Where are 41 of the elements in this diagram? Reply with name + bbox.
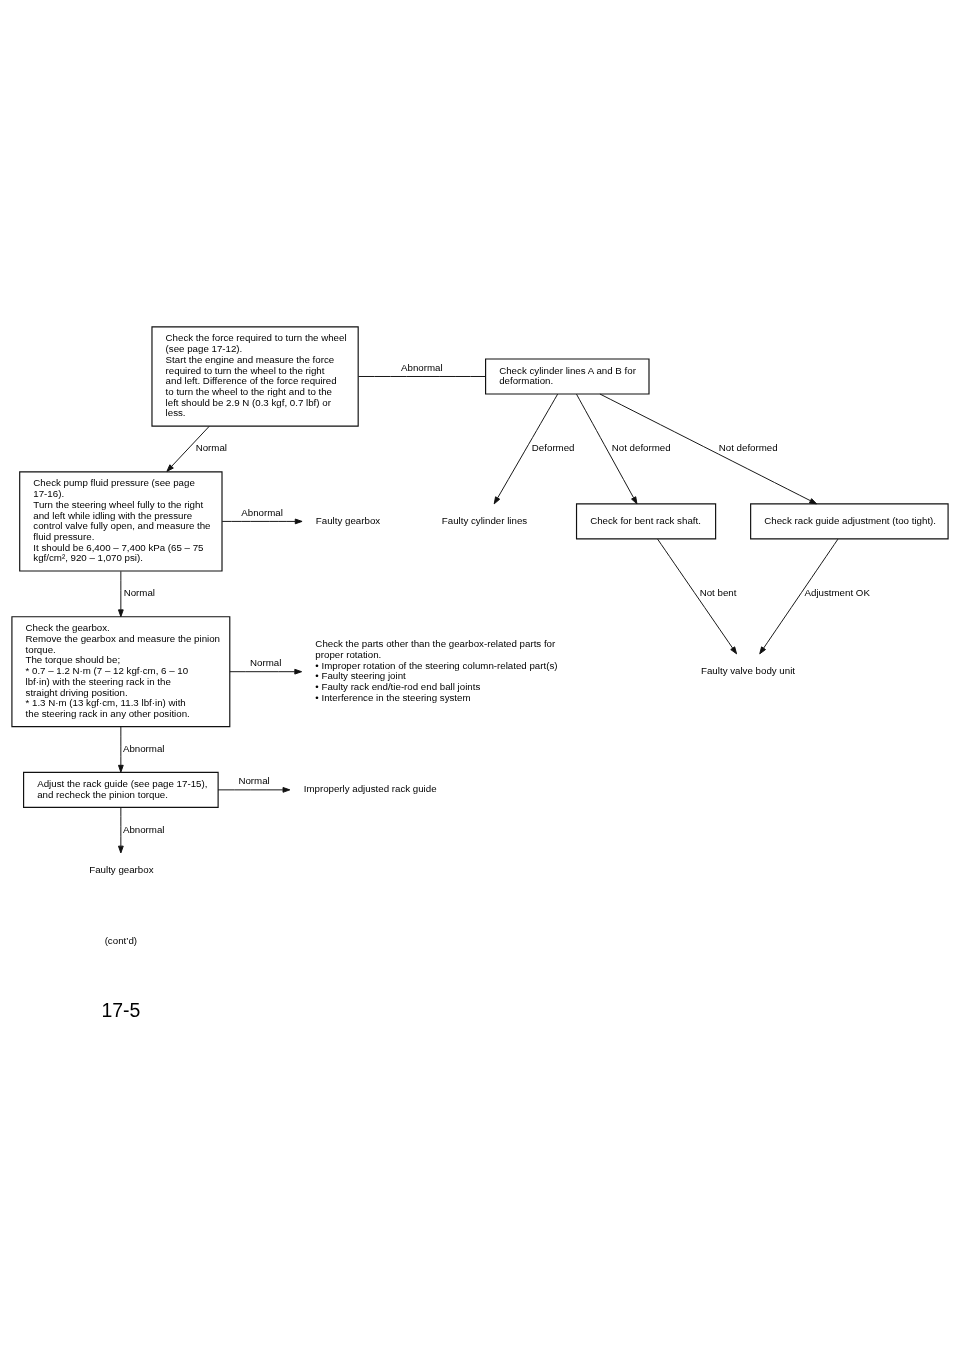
arrow [576,393,638,504]
edge-label: Not bent [699,586,737,598]
node-box: Check for bent rack shaft. [575,502,717,539]
edge-label: Normal [238,774,270,786]
arrow [657,538,738,654]
arrow [217,786,291,793]
arrow [118,806,124,853]
node-text: Faulty valve body unit [701,664,796,676]
edge-label: Abnormal [122,823,165,835]
node-text: Improperly adjusted rack guide [303,782,437,794]
edge-label: Abnormal [122,742,165,754]
node-text: Faulty cylinder lines [441,514,528,526]
edge-label: Adjustment OK [804,586,870,598]
node-box: Check rack guide adjustment (too tight). [750,502,949,539]
arrow [118,570,124,617]
node-box: Check the gearbox. Remove the gearbox and measure the pinion torque. The torque should be; * 0.7 – 1.2 N·m (7 – 12 kgf·cm, 6 – 10 lbf·in) with the steering rack in the straight driving position. * 1.3 N·m (13 kgf·cm, 11.3 lbf·in) with the steering rack in any other position. [11,615,231,727]
arrow [166,425,210,472]
arrow [118,725,124,773]
arrow [759,538,839,654]
node-box: Adjust the rack guide (see page 17-15), and recheck the pinion torque. [23,771,219,808]
edge-label: Normal [195,441,227,453]
edge-label: Abnormal [241,506,283,518]
label: 17-5 [101,998,141,1021]
edge-label: Normal [123,586,155,598]
edge-label: Normal [250,656,282,668]
arrow [493,393,559,504]
edge-label: Not deformed [611,441,671,453]
arrow [229,668,303,675]
edge-label: Deformed [531,441,575,453]
arrow [599,393,818,504]
edge-label: Not deformed [718,441,778,453]
node-box: Check cylinder lines A and B for deformation. [485,357,650,395]
connector [358,375,486,377]
node-text: Faulty gearbox [89,863,154,875]
node-text: Faulty gearbox [315,514,381,526]
node-box: Check pump fluid pressure (see page 17-16). Turn the steering wheel fully to the right and left while idling with the pressure control valve fully open, and measure the fluid pressure. It should be 6,400 – 7,400 kPa (65 – 75 kgf/cm², 920 – 1,070 psi). [19,470,223,572]
edge-label: Abnormal [401,361,443,373]
node-text: Check the parts other than the gearbox-related parts for proper rotation. • Improper rotation of the steering column-related part(s) • Faulty steering joint • Faulty rack end/tie-rod end ball joints • Interference in the steering system [315,637,558,703]
arrow [221,518,303,524]
label: (cont’d) [104,934,138,946]
node-box: Check the force required to turn the wheel (see page 17-12). Start the engine and measure the force required to turn the wheel to the right and left. Difference of the force required to turn the wheel to the right and to the left should be 2.9 N (0.3 kgf, 0.7 lbf) or less. [151,325,359,427]
